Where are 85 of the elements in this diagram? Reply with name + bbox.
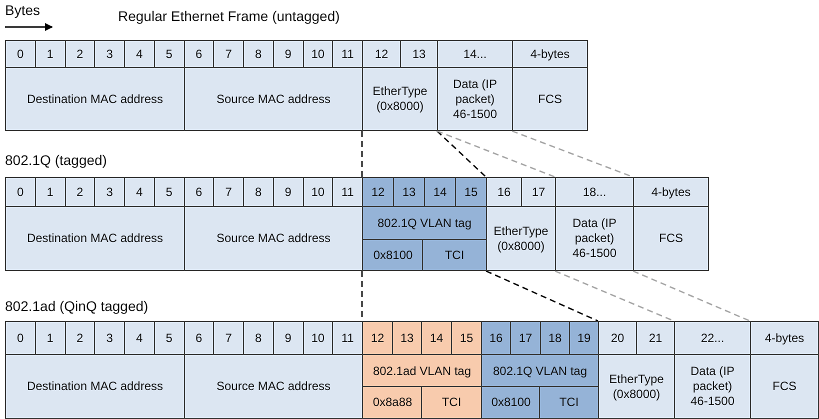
frame-title: 802.1ad (QinQ tagged) [5, 298, 148, 314]
byte-number-cell: 16 [481, 321, 511, 356]
byte-number-cell: 14 [424, 177, 456, 208]
projection-line [436, 130, 556, 178]
byte-number-cell: 15 [451, 321, 482, 356]
axis-label: Bytes [5, 2, 40, 18]
byte-number-cell: 7 [213, 321, 244, 356]
byte-number-cell: 9 [272, 177, 304, 208]
byte-number-cell: 4 [124, 40, 155, 69]
byte-number-cell: 0 [5, 177, 36, 208]
byte-number-cell: 21 [636, 321, 675, 356]
frame-field-cell: TCI [421, 386, 482, 419]
frame-field-cell: 802.1Q VLAN tag [481, 354, 599, 388]
byte-number-cell: 19 [569, 321, 599, 356]
frame-field-cell: EtherType (0x8000) [486, 206, 556, 271]
frame-field-cell: FCS [633, 206, 709, 271]
byte-number-cell: 18 [540, 321, 570, 356]
byte-number-cell: 1 [34, 177, 66, 208]
byte-number-cell: 7 [213, 40, 244, 69]
frame-field-cell: Destination MAC address [5, 206, 185, 271]
byte-number-cell: 13 [393, 177, 425, 208]
byte-number-cell: 5 [154, 177, 184, 208]
byte-number-cell: 11 [332, 321, 363, 356]
byte-number-cell: 7 [213, 177, 244, 208]
byte-number-cell: 22... [674, 321, 751, 356]
frame-field-cell: Source MAC address [184, 67, 363, 131]
byte-number-cell: 14 [421, 321, 452, 356]
byte-number-cell: 17 [510, 321, 541, 356]
frame-field-cell: Data (IP packet) 46-1500 [555, 206, 634, 271]
byte-number-cell: 9 [272, 321, 304, 356]
byte-number-cell: 8 [243, 321, 274, 356]
byte-number-cell: 20 [598, 321, 637, 356]
frame-title: 802.1Q (tagged) [5, 152, 107, 168]
byte-number-cell: 0 [5, 40, 36, 69]
frame-field-cell: Data (IP packet) 46-1500 [674, 354, 751, 419]
byte-number-cell: 11 [332, 177, 363, 208]
byte-number-cell: 4-bytes [750, 321, 819, 356]
projection-line [361, 131, 363, 177]
frame-field-cell: Source MAC address [184, 354, 363, 419]
byte-number-cell: 3 [94, 177, 125, 208]
byte-number-cell: 8 [243, 177, 274, 208]
byte-number-cell: 8 [243, 40, 274, 69]
byte-number-cell: 0 [5, 321, 36, 356]
byte-number-cell: 4 [124, 177, 155, 208]
frame-field-cell: Destination MAC address [5, 354, 185, 419]
frame-field-cell: 0x8a88 [362, 386, 423, 419]
byte-number-cell: 1 [34, 321, 66, 356]
frame-field-cell: 802.1Q VLAN tag [362, 206, 487, 241]
byte-number-cell: 14... [437, 40, 513, 69]
byte-number-cell: 13 [392, 321, 422, 356]
byte-number-cell: 5 [154, 321, 184, 356]
byte-number-cell: 17 [521, 177, 556, 208]
frame-field-cell: 0x8100 [481, 386, 541, 419]
frame-field-cell: FCS [512, 67, 588, 131]
byte-number-cell: 11 [332, 40, 363, 69]
byte-number-cell: 4-bytes [512, 40, 588, 69]
projection-line [436, 130, 486, 178]
byte-number-cell: 4-bytes [633, 177, 709, 208]
projection-line [486, 270, 598, 322]
frame-field-cell: Destination MAC address [5, 67, 185, 131]
projection-line [632, 270, 750, 322]
byte-number-cell: 18... [555, 177, 634, 208]
byte-number-cell: 12 [362, 177, 394, 208]
byte-number-cell: 16 [486, 177, 522, 208]
byte-number-cell: 3 [94, 40, 125, 69]
byte-number-cell: 15 [455, 177, 487, 208]
byte-number-cell: 12 [362, 321, 393, 356]
frame-field-cell: EtherType (0x8000) [362, 67, 438, 131]
frame-field-cell: Source MAC address [184, 206, 363, 271]
frame-field-cell: 802.1ad VLAN tag [362, 354, 482, 388]
byte-number-cell: 9 [272, 40, 304, 69]
frame-field-cell: EtherType (0x8000) [598, 354, 675, 419]
byte-number-cell: 5 [154, 40, 184, 69]
byte-number-cell: 4 [124, 321, 155, 356]
frame-field-cell: FCS [750, 354, 819, 419]
byte-number-cell: 13 [400, 40, 438, 69]
frame-field-cell: TCI [422, 239, 487, 271]
byte-number-cell: 12 [362, 40, 401, 69]
frame-field-cell: TCI [539, 386, 599, 419]
byte-number-cell: 3 [94, 321, 125, 356]
frame-field-cell: Data (IP packet) 46-1500 [437, 67, 513, 131]
frame-title: Regular Ethernet Frame (untagged) [118, 8, 340, 24]
frame-field-cell: 0x8100 [362, 239, 424, 271]
projection-line [554, 270, 674, 322]
byte-number-cell: 1 [34, 40, 66, 69]
